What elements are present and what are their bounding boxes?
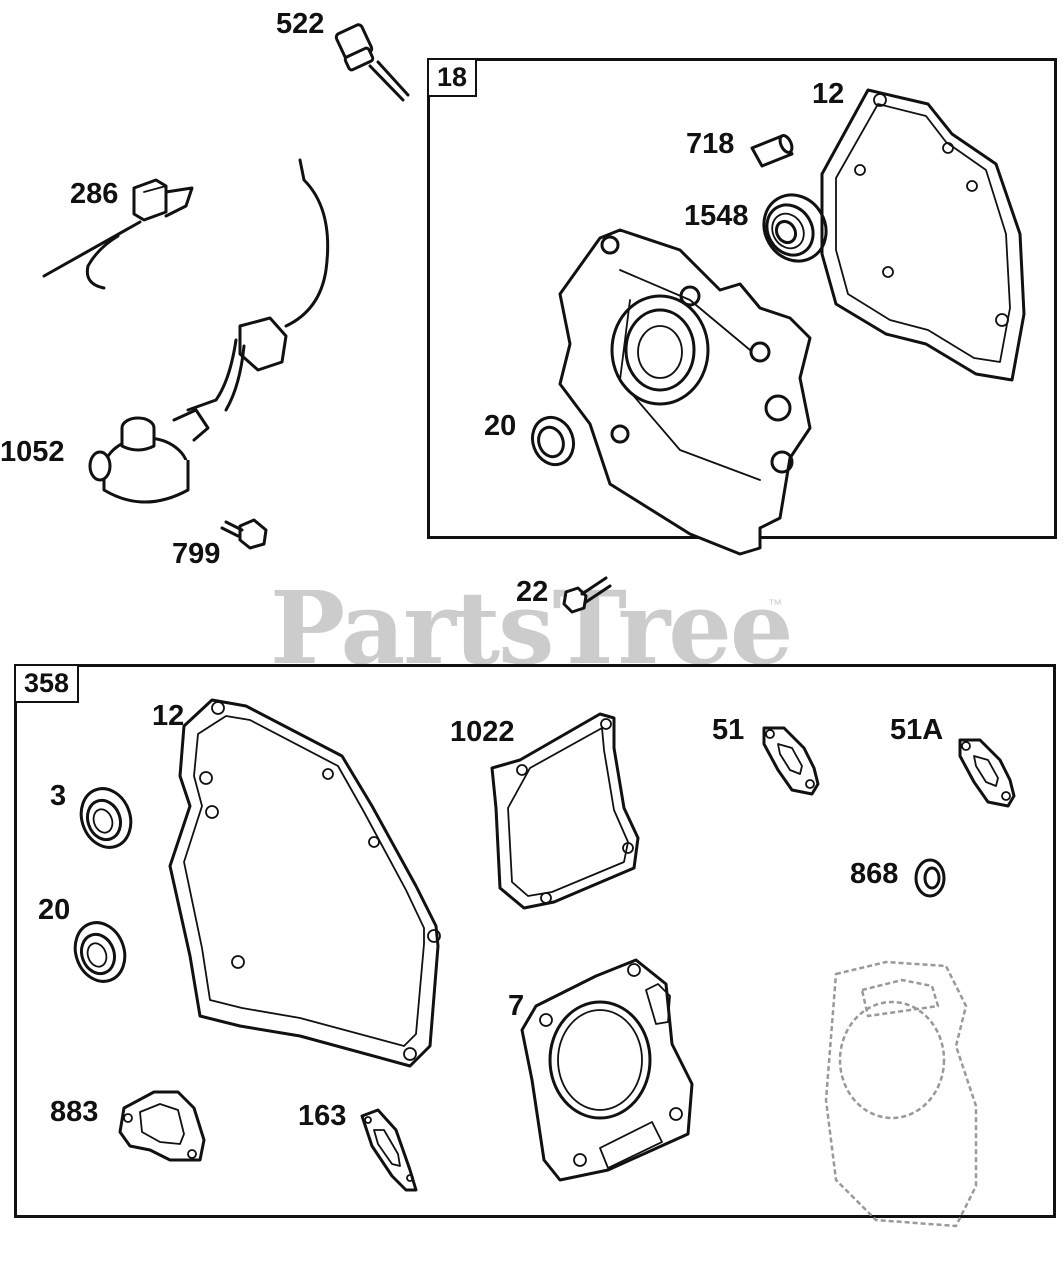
- gasket-icon[interactable]: [820, 88, 1026, 382]
- watermark: PartsTree: [270, 569, 794, 687]
- head-gasket-icon[interactable]: [520, 958, 694, 1182]
- oil-sensor-icon[interactable]: [42, 178, 194, 290]
- bolt-icon[interactable]: [562, 576, 612, 614]
- callout-718[interactable]: 718: [686, 128, 735, 160]
- gasket-icon[interactable]: [762, 726, 820, 796]
- callout-20-group-18[interactable]: 20: [484, 410, 517, 442]
- ball-bearing-icon[interactable]: [752, 184, 838, 273]
- gasket-icon[interactable]: [490, 712, 640, 910]
- gasket-icon[interactable]: [118, 1090, 206, 1162]
- callout-3[interactable]: 3: [50, 780, 67, 812]
- bolt-icon[interactable]: [220, 518, 268, 550]
- callout-868[interactable]: 868: [850, 858, 899, 890]
- callout-1548[interactable]: 1548: [684, 200, 749, 232]
- dowel-pin-icon[interactable]: [750, 134, 794, 168]
- crankcase-cover-icon[interactable]: [558, 228, 812, 556]
- callout-163[interactable]: 163: [298, 1100, 347, 1132]
- oil-seal-icon[interactable]: [73, 782, 139, 855]
- callout-799[interactable]: 799: [172, 538, 221, 570]
- gasket-icon[interactable]: [168, 698, 441, 1068]
- callout-20-group-358[interactable]: 20: [38, 894, 71, 926]
- callout-51[interactable]: 51: [712, 714, 745, 746]
- oil-seal-icon[interactable]: [526, 412, 580, 471]
- gasket-icon[interactable]: [958, 738, 1016, 808]
- oil-fill-plug-icon[interactable]: [334, 23, 410, 102]
- callout-51a[interactable]: 51A: [890, 714, 944, 746]
- gasket-icon[interactable]: [360, 1108, 418, 1192]
- callout-12-group-18[interactable]: 12: [812, 78, 845, 110]
- group-358-label[interactable]: 358: [14, 664, 80, 703]
- callout-12-group-358[interactable]: 12: [152, 700, 185, 732]
- valve-seal-icon[interactable]: [914, 858, 946, 898]
- callout-883[interactable]: 883: [50, 1096, 99, 1128]
- oil-seal-icon[interactable]: [67, 916, 133, 989]
- group-358-box: [14, 664, 1056, 1218]
- head-gasket-icon[interactable]: [824, 960, 978, 1228]
- oil-pressure-switch-icon[interactable]: [88, 158, 330, 504]
- callout-1052[interactable]: 1052: [0, 436, 65, 468]
- callout-22[interactable]: 22: [516, 576, 549, 608]
- callout-1022[interactable]: 1022: [450, 716, 515, 748]
- trademark-symbol: ™: [768, 596, 782, 612]
- callout-286[interactable]: 286: [70, 178, 119, 210]
- callout-522[interactable]: 522: [276, 8, 325, 40]
- group-18-label[interactable]: 18: [427, 58, 478, 97]
- callout-7[interactable]: 7: [508, 990, 525, 1022]
